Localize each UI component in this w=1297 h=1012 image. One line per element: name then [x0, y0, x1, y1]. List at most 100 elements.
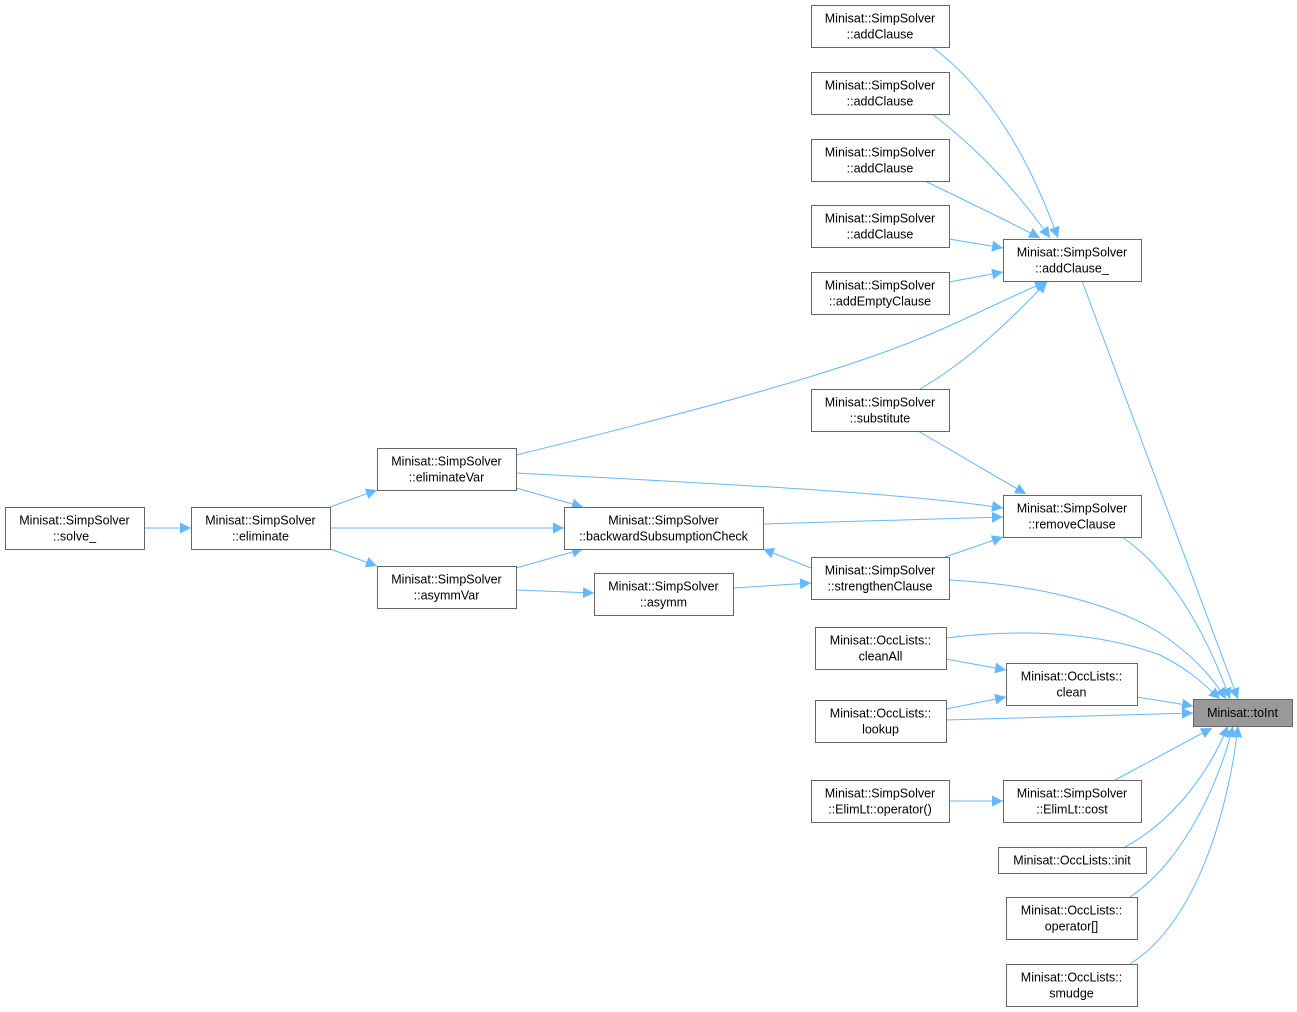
node-eliminateVar[interactable]: Minisat::SimpSolver::eliminateVar: [377, 448, 517, 491]
edge-elimLtCost-to-toInt: [1114, 727, 1213, 781]
node-label: Minisat::SimpSolver: [608, 580, 718, 594]
edge-substitute-to-removeClause: [917, 430, 1027, 495]
edge-backwardSubsumptionCheck-to-removeClause: [762, 511, 1004, 525]
node-label: Minisat::SimpSolver: [825, 279, 935, 293]
node-box: [377, 566, 517, 609]
node-addClause2[interactable]: Minisat::SimpSolver::addClause: [811, 72, 950, 115]
node-label: Minisat::OccLists::: [1021, 904, 1122, 918]
node-label: lookup: [862, 723, 899, 737]
node-substitute[interactable]: Minisat::SimpSolver::substitute: [811, 389, 950, 432]
node-label: Minisat::SimpSolver: [825, 787, 935, 801]
node-box: [815, 627, 947, 670]
node-box: [811, 205, 950, 248]
edge-addEmptyClause-to-addClause_: [948, 268, 1004, 283]
node-label: ::addClause: [847, 95, 914, 109]
edge-smudge-to-toInt: [1129, 725, 1243, 965]
node-backwardSubsumptionCheck[interactable]: Minisat::SimpSolver::backwardSubsumption…: [564, 507, 764, 550]
node-label: Minisat::SimpSolver: [825, 12, 935, 26]
node-init[interactable]: Minisat::OccLists::init: [998, 847, 1147, 874]
node-box: [1003, 239, 1142, 282]
node-box: [815, 700, 947, 743]
edges: [144, 46, 1243, 965]
node-box: [191, 507, 331, 550]
node-label: ::ElimLt::operator(): [828, 803, 932, 817]
node-box: [1006, 964, 1138, 1007]
node-toInt[interactable]: Minisat::toInt: [1193, 699, 1293, 727]
node-box: [998, 847, 1147, 874]
edge-addClause1-to-addClause_: [931, 46, 1060, 239]
node-elimLtOperator[interactable]: Minisat::SimpSolver::ElimLt::operator(): [811, 780, 950, 823]
node-cleanAll[interactable]: Minisat::OccLists::cleanAll: [815, 627, 947, 670]
edge-asymmVar-to-backwardSubsumptionCheck: [515, 546, 584, 569]
edge-addClause2-to-addClause_: [931, 113, 1051, 239]
edge-cleanAll-to-toInt: [945, 632, 1221, 700]
node-smudge[interactable]: Minisat::OccLists::smudge: [1006, 964, 1138, 1007]
node-removeClause[interactable]: Minisat::SimpSolver::removeClause: [1003, 495, 1142, 538]
node-box: [811, 557, 950, 600]
node-label: ::ElimLt::cost: [1036, 803, 1108, 817]
edge-eliminate-to-asymmVar: [329, 548, 378, 568]
node-box: [811, 5, 950, 48]
node-eliminate[interactable]: Minisat::SimpSolver::eliminate: [191, 507, 331, 550]
node-label: smudge: [1049, 987, 1094, 1001]
node-label: Minisat::toInt: [1207, 706, 1278, 720]
edge-lookup-to-toInt: [945, 707, 1194, 721]
node-operatorIndex[interactable]: Minisat::OccLists::operator[]: [1006, 897, 1138, 940]
edge-init-to-toInt: [1124, 725, 1229, 848]
node-label: Minisat::OccLists::: [1021, 971, 1122, 985]
edge-asymmVar-to-asymm: [515, 587, 595, 599]
node-label: Minisat::SimpSolver: [1017, 502, 1127, 516]
edge-removeClause-to-toInt: [1121, 536, 1232, 700]
node-label: ::addClause: [847, 162, 914, 176]
node-box: [1006, 897, 1138, 940]
node-box: [1003, 495, 1142, 538]
node-label: ::asymmVar: [414, 589, 480, 603]
node-label: ::eliminate: [232, 530, 289, 544]
node-label: Minisat::OccLists::init: [1013, 854, 1131, 868]
node-addClause_[interactable]: Minisat::SimpSolver::addClause_: [1003, 239, 1142, 282]
node-label: Minisat::SimpSolver: [205, 514, 315, 528]
edge-strengthenClause-to-removeClause: [944, 535, 1004, 558]
node-box: [1006, 663, 1138, 706]
node-box: [564, 507, 764, 550]
node-label: ::asymm: [640, 596, 687, 610]
node-lookup[interactable]: Minisat::OccLists::lookup: [815, 700, 947, 743]
node-label: clean: [1057, 686, 1087, 700]
node-box: [1003, 780, 1142, 823]
node-label: ::addClause_: [1035, 262, 1110, 276]
edge-eliminateVar-to-addClause_: [515, 280, 1047, 456]
node-label: operator[]: [1045, 920, 1099, 934]
node-label: ::substitute: [850, 412, 910, 426]
node-clean[interactable]: Minisat::OccLists::clean: [1006, 663, 1138, 706]
node-label: Minisat::OccLists::: [830, 634, 931, 648]
edge-strengthenClause-to-toInt: [948, 579, 1227, 700]
node-label: ::eliminateVar: [409, 471, 485, 485]
node-addEmptyClause[interactable]: Minisat::SimpSolver::addEmptyClause: [811, 272, 950, 315]
node-label: ::solve_: [53, 530, 97, 544]
node-label: Minisat::SimpSolver: [825, 564, 935, 578]
node-label: Minisat::SimpSolver: [19, 514, 129, 528]
node-label: Minisat::SimpSolver: [391, 455, 501, 469]
edge-eliminate-to-eliminateVar: [329, 488, 378, 508]
node-asymm[interactable]: Minisat::SimpSolver::asymm: [594, 573, 734, 616]
node-label: Minisat::SimpSolver: [825, 146, 935, 160]
edge-substitute-to-addClause_: [919, 281, 1048, 390]
node-label: Minisat::OccLists::: [1021, 670, 1122, 684]
node-addClause3[interactable]: Minisat::SimpSolver::addClause: [811, 139, 950, 182]
node-box: [1193, 699, 1293, 727]
node-label: Minisat::SimpSolver: [825, 79, 935, 93]
node-strengthenClause[interactable]: Minisat::SimpSolver::strengthenClause: [811, 557, 950, 600]
node-asymmVar[interactable]: Minisat::SimpSolver::asymmVar: [377, 566, 517, 609]
node-label: Minisat::SimpSolver: [825, 396, 935, 410]
node-label: Minisat::OccLists::: [830, 707, 931, 721]
node-addClause1[interactable]: Minisat::SimpSolver::addClause: [811, 5, 950, 48]
node-solve_[interactable]: Minisat::SimpSolver::solve_: [5, 507, 145, 550]
node-box: [811, 780, 950, 823]
node-box: [377, 448, 517, 491]
node-label: ::addClause: [847, 228, 914, 242]
node-box: [811, 139, 950, 182]
node-addClause4[interactable]: Minisat::SimpSolver::addClause: [811, 205, 950, 248]
node-elimLtCost[interactable]: Minisat::SimpSolver::ElimLt::cost: [1003, 780, 1142, 823]
node-label: cleanAll: [859, 650, 903, 664]
